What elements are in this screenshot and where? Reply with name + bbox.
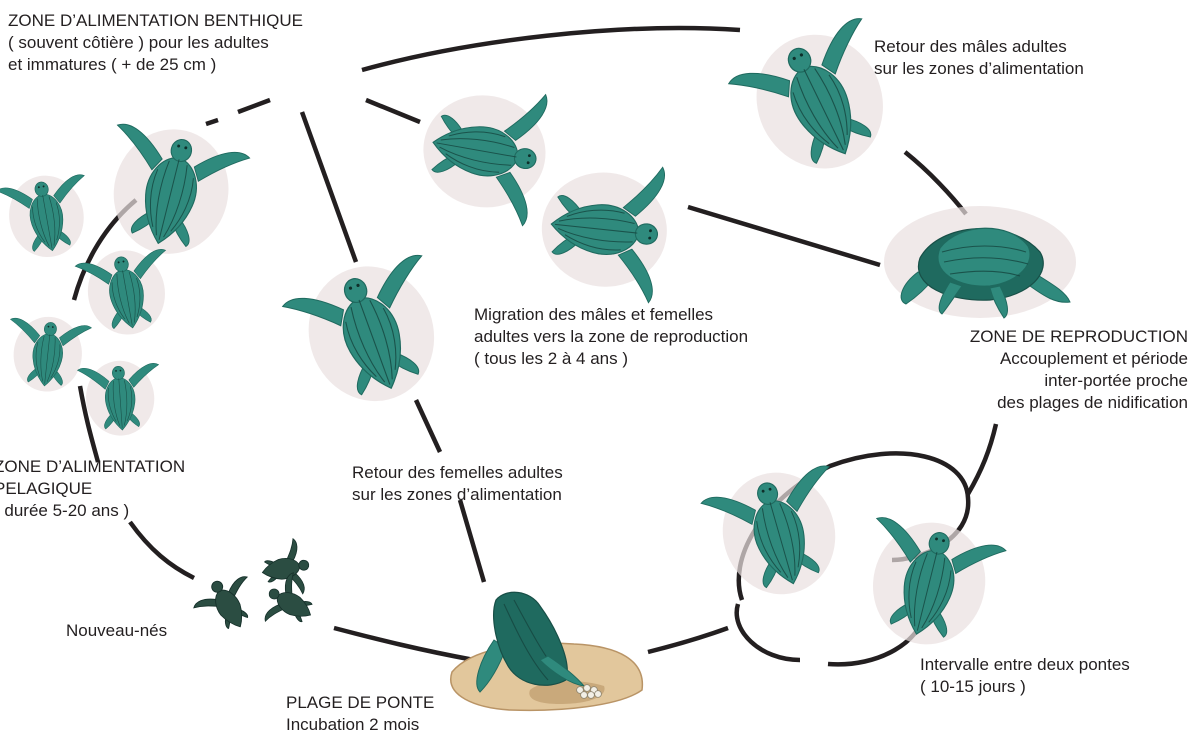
hatchlings-text: Nouveau-nés — [66, 621, 168, 640]
migration-line-2: adultes vers la zone de reproduction — [474, 327, 749, 346]
line-females-to-beach-b — [457, 499, 487, 583]
females-return-line-1: Retour des femelles adultes — [352, 463, 563, 482]
line-hatchlings-to-beach — [333, 625, 475, 663]
males-return-line-2: sur les zones d’alimentation — [874, 59, 1084, 78]
line-females-to-beach-a — [413, 399, 443, 453]
leatherback-turtle-icon — [277, 243, 465, 424]
migration-line-1: Migration des mâles et femelles — [474, 305, 714, 324]
line-benthic-to-migration — [365, 97, 421, 125]
hatchlings-group — [187, 536, 325, 643]
line-benthic-to-females — [299, 111, 359, 263]
cycle-lines — [71, 25, 999, 667]
label-males-return: Retour des mâles adultes sur les zones d… — [874, 36, 1084, 80]
label-hatchlings: Nouveau-nés — [66, 620, 167, 642]
hatchling-turtle-icon — [255, 566, 325, 640]
line-benthic-upper-left — [205, 117, 219, 127]
line-migration-to-reproduction — [687, 204, 881, 268]
label-migration: Migration des mâles et femelles adultes … — [474, 304, 748, 370]
internesting-line-1: Intervalle entre deux pontes — [920, 655, 1130, 674]
migration-line-3: ( tous les 2 à 4 ans ) — [474, 349, 629, 368]
pelagic-title: ZONE D’ALIMENTATION — [0, 457, 186, 476]
label-pelagic-zone: ZONE D’ALIMENTATION PELAGIQUE ( durée 5-… — [0, 456, 185, 522]
internesting-line-2: ( 10-15 jours ) — [920, 677, 1026, 696]
males-return-line-1: Retour des mâles adultes — [874, 37, 1067, 56]
leatherback-turtle-icon — [412, 74, 557, 229]
arc-males-to-reproduction — [903, 150, 968, 216]
nesting-turtle-icon — [450, 591, 644, 712]
pelagic-line-2: PELAGIQUE — [0, 479, 93, 498]
reproduction-line-4: des plages de nidification — [997, 393, 1188, 412]
line-beach-to-loop — [647, 625, 729, 655]
reproduction-title: ZONE DE REPRODUCTION — [969, 327, 1188, 346]
arc-benthic-to-males — [361, 25, 741, 73]
arc-pelagic-bottom — [128, 520, 196, 581]
benthic-line-2: ( souvent côtière ) pour les adultes — [8, 33, 269, 52]
leatherback-turtle-icon — [697, 455, 861, 612]
label-reproduction-zone: ZONE DE REPRODUCTION Accouplement et pér… — [880, 326, 1188, 414]
label-nesting-beach: PLAGE DE PONTE Incubation 2 mois — [286, 692, 434, 736]
hatchling-turtle-icon — [187, 566, 268, 643]
leatherback-turtle-icon — [0, 168, 98, 265]
females-return-line-2: sur les zones d’alimentation — [352, 485, 562, 504]
reproduction-line-3: inter-portée proche — [1044, 371, 1188, 390]
benthic-title: ZONE D’ALIMENTATION BENTHIQUE — [8, 11, 304, 30]
line-reproduction-to-loop — [966, 423, 999, 496]
nesting-beach-title: PLAGE DE PONTE — [286, 693, 435, 712]
benthic-line-3: et immatures ( + de 25 cm ) — [8, 55, 217, 74]
line-benthic-left — [237, 97, 271, 115]
leatherback-turtle-icon — [534, 154, 675, 305]
leatherback-turtle-icon — [849, 507, 1010, 660]
arc-pelagic-lower — [77, 385, 101, 463]
label-females-return: Retour des femelles adultes sur les zone… — [352, 462, 563, 506]
label-benthic-zone: ZONE D’ALIMENTATION BENTHIQUE ( souvent … — [8, 10, 303, 76]
pelagic-line-3: ( durée 5-20 ans ) — [0, 501, 130, 520]
reproduction-line-2: Accouplement et période — [999, 349, 1188, 368]
nesting-beach-line-2: Incubation 2 mois — [286, 715, 420, 734]
label-internesting: Intervalle entre deux pontes ( 10-15 jou… — [920, 654, 1130, 698]
mating-turtles-icon — [884, 206, 1076, 319]
leatherback-turtle-icon — [89, 113, 253, 270]
leatherback-turtle-icon — [3, 312, 93, 396]
